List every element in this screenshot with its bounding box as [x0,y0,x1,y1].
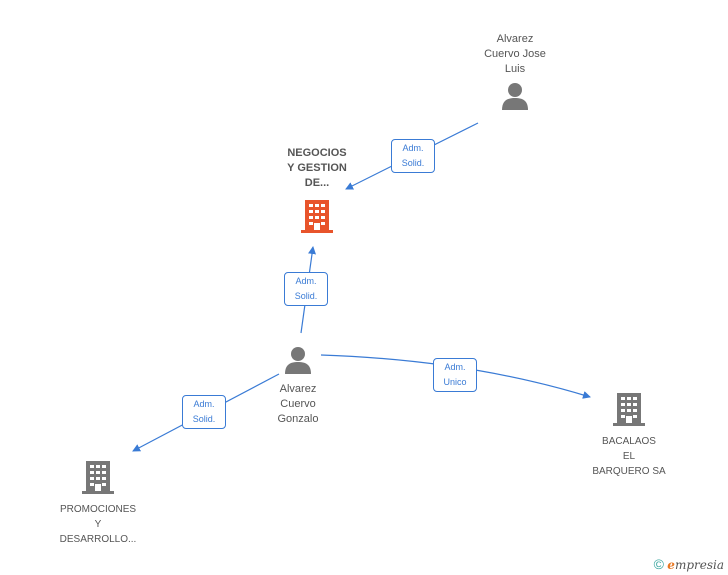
node-alvarez-cuervo-gonzalo[interactable]: Alvarez Cuervo Gonzalo [243,345,353,427]
person-icon [285,347,311,374]
node-label: PROMOCIONES Y DESARROLLO... [59,504,137,545]
edge-label-gonzalo-promociones[interactable]: Adm. Solid. [182,395,226,429]
copyright-icon: © [653,556,664,572]
edge-label-gonzalo-negocios[interactable]: Adm. Solid. [284,272,328,306]
building-icon [82,461,114,494]
building-icon [301,200,333,233]
node-promociones-y-desarrollo[interactable]: PROMOCIONES Y DESARROLLO... [43,459,153,547]
node-alvarez-cuervo-jose-luis[interactable]: Alvarez Cuervo Jose Luis [460,32,570,116]
node-label: Alvarez Cuervo Gonzalo [277,383,319,425]
brand-footer: © empresia [654,556,724,572]
person-icon [502,83,528,110]
building-icon [613,393,645,426]
node-bacalaos-el-barquero[interactable]: BACALAOS EL BARQUERO SA [574,391,684,479]
node-label: Alvarez Cuervo Jose Luis [484,33,546,75]
node-negocios-y-gestion[interactable]: NEGOCIOS Y GESTION DE... [262,146,372,239]
edge-label-gonzalo-bacalaos[interactable]: Adm. Unico [433,358,477,392]
edge-label-jose-negocios[interactable]: Adm. Solid. [391,139,435,173]
node-label: BACALAOS EL BARQUERO SA [592,436,666,477]
node-label: NEGOCIOS Y GESTION DE... [287,147,347,189]
brand-logo: empresia [667,558,724,572]
